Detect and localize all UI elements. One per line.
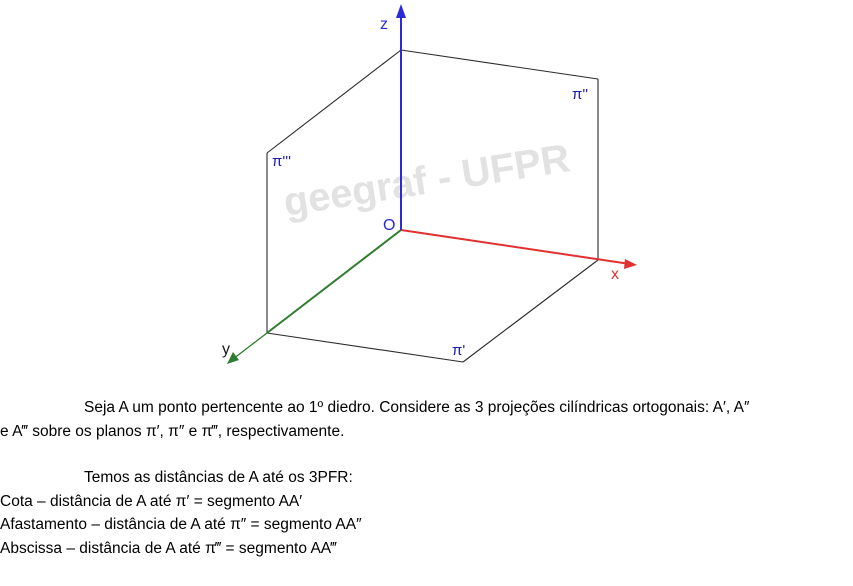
plane-pi3-top-edge — [266, 49, 402, 154]
z-axis-arrowhead — [396, 4, 406, 18]
plane-pi3-label: π''' — [272, 153, 291, 170]
plane-pi2-label: π'' — [572, 86, 588, 103]
y-axis-extension — [232, 332, 268, 360]
z-axis-label: z — [380, 16, 388, 33]
x-axis-label: x — [611, 266, 619, 283]
description-text: Seja A um ponto pertencente ao 1º diedro… — [0, 396, 853, 560]
y-axis-label: y — [222, 341, 230, 358]
plane-pi1-front-edge — [266, 332, 464, 363]
x-axis-arrowhead — [624, 259, 637, 269]
axes-diagram: geegraf - UFPR z x y O π'' π''' π' — [222, 4, 637, 364]
diagram-svg: geegraf - UFPR z x y O π'' π''' π' — [222, 4, 637, 364]
origin-label: O — [383, 217, 395, 234]
cota-definition: Cota – distância de A até π′ = segmento … — [0, 492, 303, 510]
afastamento-definition: Afastamento – distância de A até π″ = se… — [0, 516, 362, 533]
y-axis — [266, 229, 402, 334]
watermark: geegraf - UFPR — [281, 136, 573, 225]
plane-pi2-top-edge — [400, 49, 599, 80]
x-axis — [400, 229, 631, 265]
y-axis-arrowhead — [227, 352, 239, 364]
plane-pi1-right-edge — [462, 259, 599, 363]
distances-intro: Temos as distâncias de A até os 3PFR: — [84, 469, 353, 486]
abscissa-definition: Abscissa – distância de A até π‴ = segme… — [0, 539, 337, 557]
intro-line-1: Seja A um ponto pertencente ao 1º diedro… — [84, 399, 750, 416]
plane-pi1-label: π' — [452, 342, 465, 359]
intro-line-2: e A‴ sobre os planos π′, π″ e π‴, respec… — [0, 422, 345, 440]
